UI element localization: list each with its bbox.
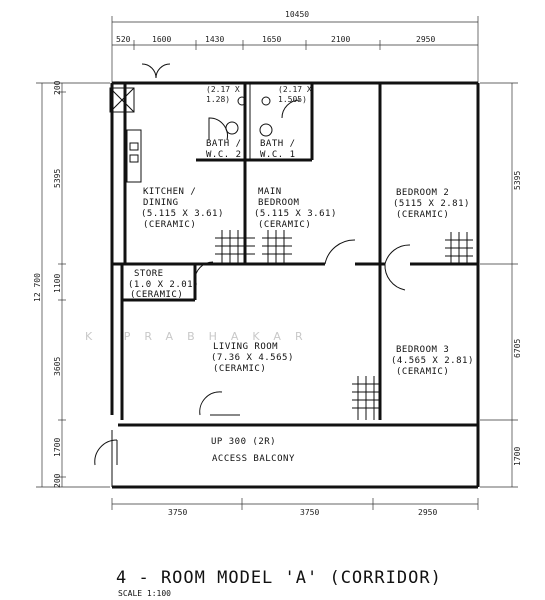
kitchen-finish: (CERAMIC) — [143, 220, 196, 230]
store-size: (1.0 X 2.01) — [128, 280, 199, 290]
top-dim-2: 1600 — [152, 35, 171, 44]
top-dim-5: 2100 — [331, 35, 350, 44]
left-dim-6: 200 — [53, 473, 62, 488]
top-dim-4: 1650 — [262, 35, 281, 44]
interior-walls — [112, 83, 478, 420]
plan-scale: SCALE 1:100 — [118, 589, 171, 598]
bedroom3-finish: (CERAMIC) — [396, 367, 449, 377]
main-bedroom-size: (5.115 X 3.61) — [254, 209, 337, 219]
door-swings — [94, 239, 411, 466]
plan-title: 4 - ROOM MODEL 'A' (CORRIDOR) — [116, 568, 442, 588]
left-dim-3: 1100 — [53, 274, 62, 293]
living-room-finish: (CERAMIC) — [213, 364, 266, 374]
bottom-dim-2: 3750 — [300, 508, 319, 517]
store-finish: (CERAMIC) — [130, 290, 183, 300]
bathroom-fixtures — [208, 83, 301, 160]
bath1-name-line1: BATH / — [260, 139, 296, 149]
bath1-size-line1: (2.17 X — [278, 85, 312, 94]
left-dim-1: 200 — [53, 80, 62, 95]
living-room-size: (7.36 X 4.565) — [211, 353, 294, 363]
right-dimension-lines — [480, 82, 518, 488]
main-bedroom-name-line2: BEDROOM — [258, 198, 300, 208]
top-dim-3: 1430 — [205, 35, 224, 44]
bath2-name-line2: W.C. 2 — [206, 150, 242, 160]
left-dimension-lines — [36, 82, 110, 488]
bottom-dim-3: 2950 — [418, 508, 437, 517]
bedroom3-size: (4.565 X 2.81) — [391, 356, 474, 366]
bedroom2-name: BEDROOM 2 — [396, 188, 449, 198]
top-dim-6: 2950 — [416, 35, 435, 44]
step-label: UP 300 (2R) — [211, 437, 276, 447]
top-dimension-lines — [111, 16, 479, 85]
main-bedroom-finish: (CERAMIC) — [258, 220, 311, 230]
floor-tile-hatching — [215, 230, 473, 420]
exterior-walls — [110, 81, 480, 489]
right-dim-1: 5395 — [513, 171, 522, 190]
kitchen-size: (5.115 X 3.61) — [141, 209, 224, 219]
left-dim-overall: 12 700 — [33, 273, 42, 302]
bottom-dimension-lines — [111, 498, 479, 510]
left-dim-2: 5395 — [53, 169, 62, 188]
bath1-name-line2: W.C. 1 — [260, 150, 296, 160]
watermark-text: K PRABHAKAR — [85, 330, 317, 343]
store-name: STORE — [134, 269, 164, 279]
bath2-size-line1: (2.17 X — [206, 85, 240, 94]
main-bedroom-name-line1: MAIN — [258, 187, 282, 197]
left-dim-5: 1700 — [53, 438, 62, 457]
top-dim-1: 520 — [116, 35, 131, 44]
access-balcony-label: ACCESS BALCONY — [212, 454, 295, 464]
living-room-name: LIVING ROOM — [213, 342, 278, 352]
overall-width-dimension: 10450 — [285, 10, 309, 19]
kitchen-name-line1: KITCHEN / — [143, 187, 196, 197]
bottom-dim-1: 3750 — [168, 508, 187, 517]
bath1-size-line2: 1.505) — [278, 95, 307, 104]
left-dim-4: 3605 — [53, 357, 62, 376]
kitchen-fixtures — [109, 63, 171, 183]
bedroom2-size: (5115 X 2.81) — [393, 199, 470, 209]
right-dim-3: 1700 — [513, 447, 522, 466]
kitchen-name-line2: DINING — [143, 198, 179, 208]
bedroom3-name: BEDROOM 3 — [396, 345, 449, 355]
bath2-size-line2: 1.28) — [206, 95, 230, 104]
bedroom2-finish: (CERAMIC) — [396, 210, 449, 220]
right-dim-2: 6705 — [513, 339, 522, 358]
bath2-name-line1: BATH / — [206, 139, 242, 149]
